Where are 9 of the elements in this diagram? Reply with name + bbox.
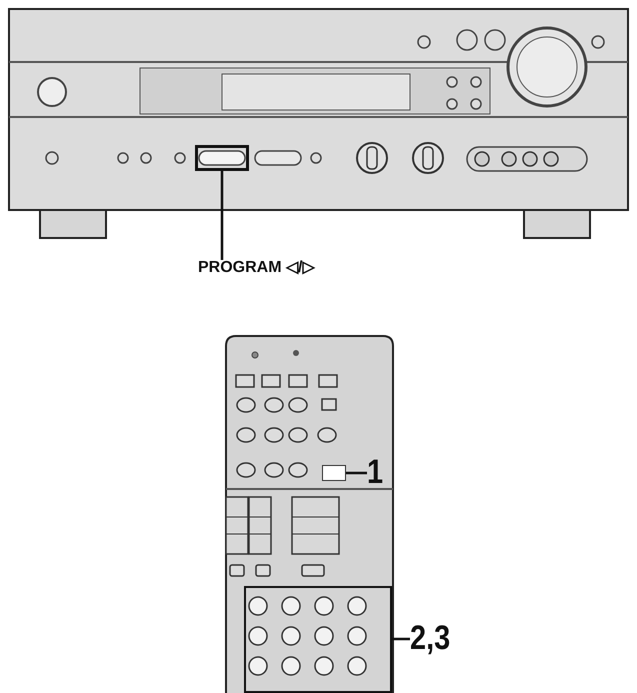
leader-line [392, 638, 410, 640]
sound-field-button-group [244, 586, 392, 693]
step-number: 1 [367, 455, 390, 491]
amp-button [322, 465, 346, 481]
leader-line [220, 171, 224, 260]
control-label: PROGRAM ◁/▷ [198, 260, 373, 282]
leader-line [346, 472, 367, 474]
program-selector-button [195, 145, 249, 171]
step-number: 2,3 [410, 621, 458, 657]
